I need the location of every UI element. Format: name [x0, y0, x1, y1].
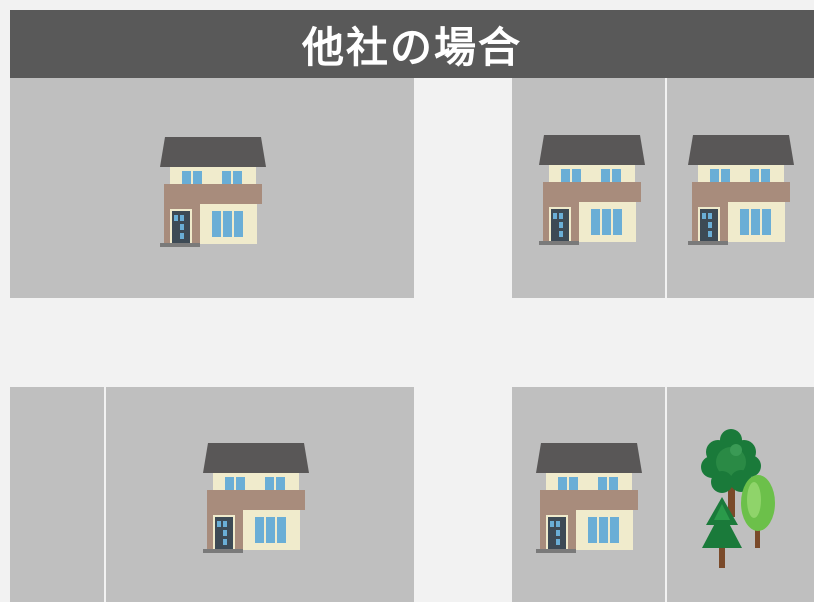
- tree-icon: [701, 429, 761, 517]
- house-icon: [536, 443, 642, 553]
- page-title: 他社の場合: [301, 22, 522, 72]
- lot-bottom-far-left: [10, 387, 104, 602]
- tree-icon: [702, 497, 742, 568]
- lot-bottom-right: [667, 387, 814, 602]
- house-icon: [203, 443, 309, 553]
- house-icon: [688, 135, 794, 245]
- house-icon: [160, 137, 266, 247]
- tree-icon: [741, 475, 775, 548]
- title-bar: 他社の場合: [10, 10, 814, 78]
- house-icon: [539, 135, 645, 245]
